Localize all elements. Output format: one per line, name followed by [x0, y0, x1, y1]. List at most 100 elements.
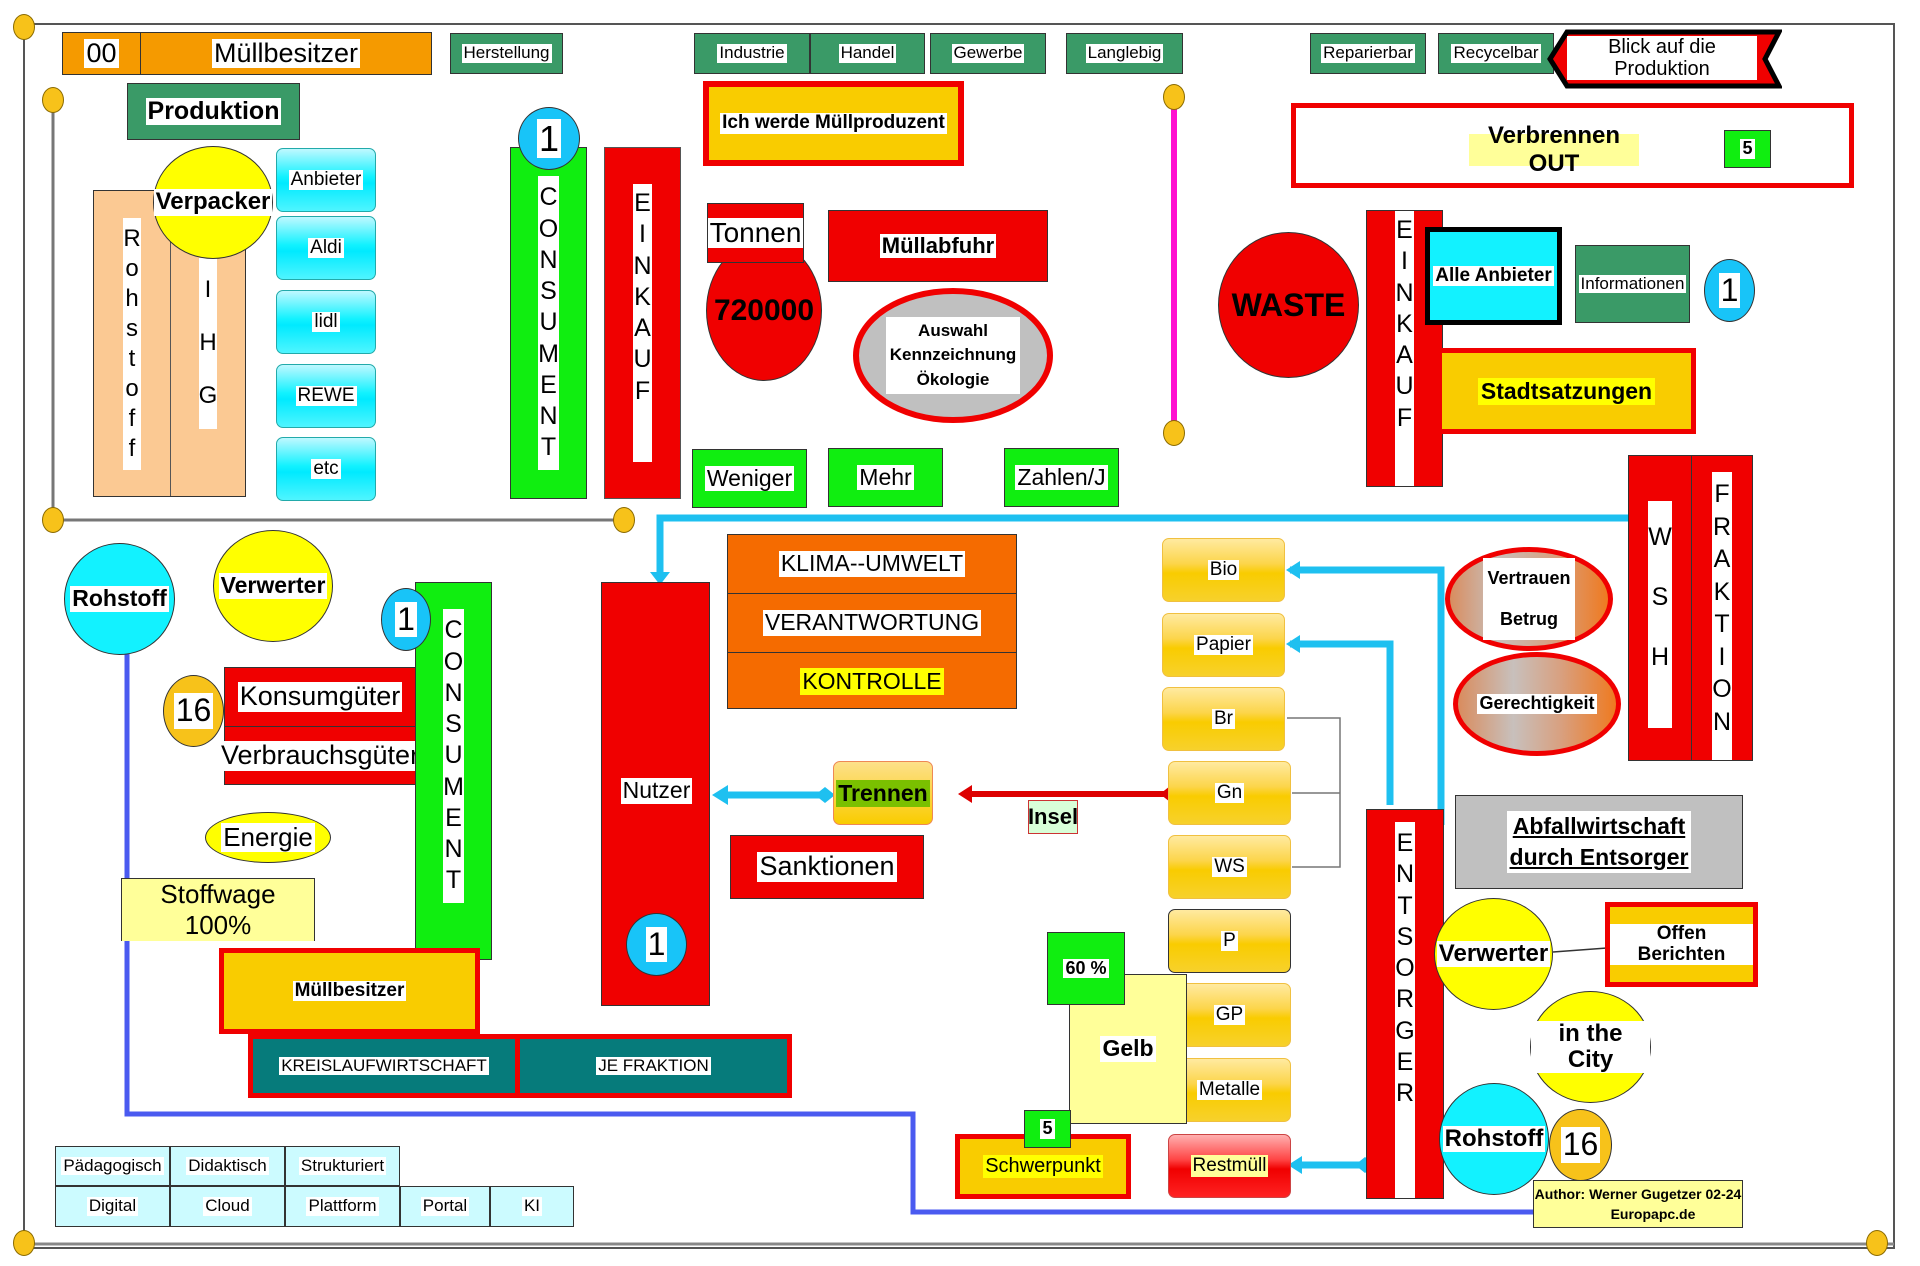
supplier-etc[interactable]: etc [276, 437, 376, 501]
author-name: Author: Werner Gugetzer 02-24 [1534, 1186, 1742, 1202]
vertical-letter: K [1713, 577, 1731, 606]
rohstoff-circle-left[interactable]: Rohstoff [64, 543, 175, 655]
muellabfuhr-box[interactable]: Müllabfuhr [828, 210, 1048, 282]
bin-ws[interactable]: WS [1168, 835, 1291, 899]
tonnen-value: 720000 [713, 293, 815, 327]
banner-production-view[interactable]: Blick auf die Produktion [1567, 36, 1757, 80]
tab-reparierbar[interactable]: Reparierbar [1310, 33, 1426, 74]
vertical-letter: E [1396, 216, 1413, 244]
footer-cell-strukturiert[interactable]: Strukturiert [285, 1146, 400, 1186]
vertical-letter: I [639, 220, 646, 249]
header-code: 00 [84, 37, 119, 69]
value-klima: KLIMA--UMWELT [778, 550, 966, 577]
waste-circle: WASTE [1218, 232, 1359, 378]
nutzer-column[interactable]: Nutzer 1 [601, 582, 710, 1006]
vertical-letter: E [445, 803, 462, 832]
verbrauchsgueter-label: Verbrauchsgüter [218, 740, 422, 771]
verwerter-circle-right[interactable]: Verwerter [1434, 898, 1553, 1010]
verwerter-circle-left[interactable]: Verwerter [213, 530, 333, 642]
vertical-letter: A [1713, 545, 1731, 573]
tab-herstellung[interactable]: Herstellung [450, 33, 563, 74]
verpacker-circle[interactable]: Verpacker [153, 146, 273, 259]
consument-badge-bottom: 1 [381, 588, 431, 651]
header-code-cell: 00 [63, 33, 141, 74]
vertical-letter: I [1401, 247, 1408, 276]
footer-cell-portal[interactable]: Portal [400, 1186, 490, 1227]
bin-p[interactable]: P [1168, 909, 1291, 973]
value-verantwortung: VERANTWORTUNG [762, 609, 982, 636]
value-kontrolle: KONTROLLE [800, 668, 944, 695]
verwerter-offen-line [1552, 947, 1608, 953]
footer-cell-plattform[interactable]: Plattform [285, 1186, 400, 1227]
trennen-button[interactable]: Trennen [833, 761, 933, 825]
bracket-node-bottom-right[interactable] [613, 507, 635, 533]
consument-badge-top: 1 [518, 107, 580, 170]
tab-gewerbe[interactable]: Gewerbe [930, 33, 1046, 74]
footer-cell-didaktisch[interactable]: Didaktisch [170, 1146, 285, 1186]
footer-cell-ki[interactable]: KI [490, 1186, 574, 1227]
supplier-anbieter[interactable]: Anbieter [276, 148, 376, 212]
vertical-letter: T [445, 866, 462, 895]
arrow-entsorger-to-papier [1290, 640, 1394, 805]
weniger-button[interactable]: Weniger [692, 449, 807, 508]
tab-industrie[interactable]: Industrie [694, 33, 810, 74]
rohstoff-circle-right[interactable]: Rohstoff [1439, 1083, 1549, 1195]
tab-langlebig[interactable]: Langlebig [1066, 33, 1183, 74]
vertical-letter: C [444, 616, 463, 645]
frame-node-bottom-right[interactable] [1866, 1230, 1888, 1256]
vertical-letter: E [634, 189, 651, 218]
bin-bio[interactable]: Bio [1162, 538, 1285, 602]
vertical-letter: t [128, 344, 136, 372]
vertical-letter: R [1395, 1079, 1415, 1107]
arrow-fraktion-to-nutzer [656, 514, 1700, 578]
producer-note: Ich werde Müllproduzent [703, 81, 964, 166]
divider-node-bottom[interactable] [1163, 420, 1185, 446]
bin-br[interactable]: Br [1162, 687, 1285, 751]
vertical-letter: h [125, 284, 139, 312]
alle-anbieter-box[interactable]: Alle Anbieter [1425, 227, 1562, 325]
in-the-city-circle[interactable]: in the City [1530, 991, 1651, 1103]
vertical-letter: H [199, 329, 217, 357]
mehr-button[interactable]: Mehr [828, 448, 943, 507]
vertical-letter: E [1396, 829, 1414, 857]
bin-restmuell[interactable]: Restmüll [1168, 1134, 1291, 1198]
bracket-node-bottom-left[interactable] [42, 507, 64, 533]
zahlen-button[interactable]: Zahlen/J [1004, 448, 1119, 507]
bracket-node-top[interactable] [42, 87, 64, 113]
footer-grid: Pädagogisch Didaktisch Strukturiert Digi… [55, 1146, 700, 1228]
tonnen-label-box: Tonnen [707, 203, 804, 263]
vertical-letter: I [204, 276, 212, 304]
footer-cell-digital[interactable]: Digital [55, 1186, 170, 1227]
footer-cell-cloud[interactable]: Cloud [170, 1186, 285, 1227]
tab-handel[interactable]: Handel [810, 33, 925, 74]
frame-node-top-left[interactable] [13, 14, 35, 40]
vertical-letter: S [540, 277, 557, 306]
nutzer-label: Nutzer [620, 777, 693, 804]
vertical-letter: G [198, 381, 218, 409]
bin-gp[interactable]: GP [1168, 983, 1291, 1047]
supplier-rewe[interactable]: REWE [276, 364, 376, 428]
tab-recycelbar[interactable]: Recycelbar [1438, 33, 1554, 74]
bin-papier[interactable]: Papier [1162, 613, 1285, 677]
informationen-box[interactable]: Informationen [1575, 245, 1690, 323]
vertical-letter: R [1395, 985, 1415, 1014]
divider-node-top[interactable] [1163, 84, 1185, 110]
bin-gn[interactable]: Gn [1168, 761, 1291, 825]
je-fraktion-box: JE FRAKTION [520, 1034, 792, 1098]
supplier-lidl[interactable]: lidl [276, 290, 376, 354]
goods-box: Konsumgüter Verbrauchsgüter [218, 667, 422, 785]
author-site[interactable]: Europapc.de [1610, 1205, 1696, 1222]
supplier-aldi[interactable]: Aldi [276, 216, 376, 280]
kreislauf-box: KREISLAUFWIRTSCHAFT [248, 1034, 520, 1098]
vertical-letter: N [1712, 707, 1732, 736]
footer-cell-paedagogisch[interactable]: Pädagogisch [55, 1146, 170, 1186]
frame-node-bottom-left[interactable] [13, 1230, 35, 1256]
energie-ellipse[interactable]: Energie [205, 812, 331, 863]
offen-berichten-box[interactable]: Offen Berichten [1605, 902, 1758, 987]
vertical-letter: F [634, 376, 651, 405]
